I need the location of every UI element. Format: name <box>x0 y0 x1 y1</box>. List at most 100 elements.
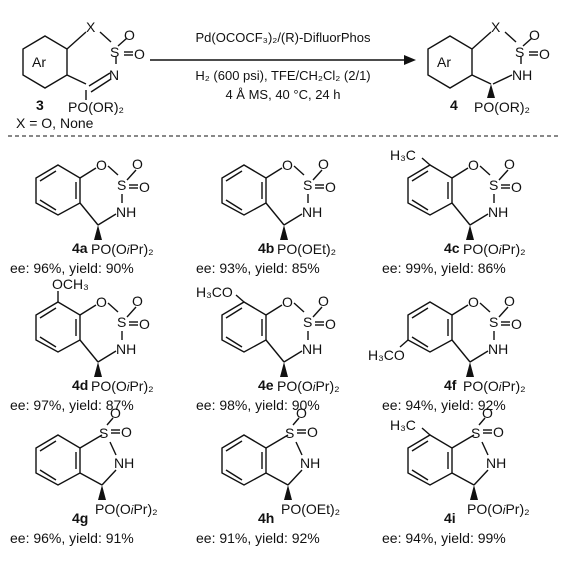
ee-yield-result: ee: 94%, yield: 92% <box>382 397 506 413</box>
product-o2-atom: O <box>539 46 550 62</box>
sulfonyl-oxygen: O <box>325 179 336 195</box>
sulfonyl-oxygen: O <box>296 405 307 421</box>
compound-number: 4h <box>258 510 274 526</box>
nh-group: NH <box>302 341 322 357</box>
nh-group: NH <box>302 204 322 220</box>
ee-yield-result: ee: 97%, yield: 87% <box>10 397 134 413</box>
reactant-s-atom: S <box>110 44 119 60</box>
ee-yield-result: ee: 91%, yield: 92% <box>196 530 320 546</box>
phosphonate-group: PO(OiPr)₂ <box>467 501 530 517</box>
sulfur-atom: S <box>471 425 480 441</box>
nh-group: NH <box>486 455 506 471</box>
sulfonyl-oxygen: O <box>493 424 504 440</box>
sulfonyl-oxygen: O <box>307 424 318 440</box>
sulfonyl-oxygen: O <box>110 405 121 421</box>
product-o1-atom: O <box>529 27 540 43</box>
nh-group: NH <box>488 341 508 357</box>
sulfonyl-oxygen: O <box>511 316 522 332</box>
compound-number: 4i <box>444 510 456 526</box>
sulfur-atom: S <box>117 314 126 330</box>
condition-hydrogen-solvent: H₂ (600 psi), TFE/CH₂Cl₂ (2/1) <box>195 68 370 83</box>
product-s-atom: S <box>515 44 524 60</box>
nh-group: NH <box>116 204 136 220</box>
phosphonate-group: PO(OEt)₂ <box>277 241 336 257</box>
compound-4g: SOO NH PO(OiPr)₂ 4g ee: 96%, yield: 91% <box>10 405 158 546</box>
ring-oxygen: O <box>96 157 107 173</box>
compound-number: 4f <box>444 377 457 393</box>
product-phosphonate: PO(OR)₂ <box>474 99 530 115</box>
substituent-label: H₃C <box>390 147 416 163</box>
sulfonyl-oxygen: O <box>121 424 132 440</box>
nh-group: NH <box>114 455 134 471</box>
condition-additive-temp-time: 4 Å MS, 40 °C, 24 h <box>225 87 340 102</box>
compound-number: 4a <box>72 240 88 256</box>
reactant-o1-atom: O <box>124 27 135 43</box>
phosphonate-group: PO(OiPr)₂ <box>463 241 526 257</box>
sulfonyl-oxygen: O <box>132 293 143 309</box>
phosphonate-group: PO(OEt)₂ <box>281 501 340 517</box>
sulfur-atom: S <box>99 425 108 441</box>
ee-yield-result: ee: 94%, yield: 99% <box>382 530 506 546</box>
substituent-label: H₃CO <box>196 284 233 300</box>
arrow-head <box>404 55 416 65</box>
variable-definition: X = O, None <box>16 115 94 131</box>
ring-oxygen: O <box>468 294 479 310</box>
sulfur-atom: S <box>489 314 498 330</box>
ee-yield-result: ee: 96%, yield: 91% <box>10 530 134 546</box>
compound-number: 4b <box>258 240 274 256</box>
sulfur-atom: S <box>303 314 312 330</box>
product-x-atom: X <box>491 19 501 35</box>
ee-yield-result: ee: 96%, yield: 90% <box>10 260 134 276</box>
substituent-label: H₃C <box>390 417 416 433</box>
compound-number: 4e <box>258 377 274 393</box>
substituent-label: OCH₃ <box>52 276 89 292</box>
ring-oxygen: O <box>468 157 479 173</box>
ring-oxygen: O <box>96 294 107 310</box>
sulfonyl-oxygen: O <box>318 293 329 309</box>
ee-yield-result: ee: 98%, yield: 90% <box>196 397 320 413</box>
phosphonate-group: PO(OiPr)₂ <box>95 501 158 517</box>
condition-catalyst: Pd(OCOCF₃)₂/(R)-DifluorPhos <box>195 30 371 45</box>
substituent-label: H₃CO <box>368 347 405 363</box>
compound-number: 4g <box>72 510 88 526</box>
phosphonate-group: PO(OiPr)₂ <box>91 378 154 394</box>
product-ar-label: Ar <box>437 54 451 70</box>
reactant-number: 3 <box>36 97 44 113</box>
sulfonyl-oxygen: O <box>139 179 150 195</box>
sulfur-atom: S <box>117 177 126 193</box>
ee-yield-result: ee: 93%, yield: 85% <box>196 260 320 276</box>
phosphonate-group: PO(OiPr)₂ <box>91 241 154 257</box>
sulfonyl-oxygen: O <box>511 179 522 195</box>
sulfur-atom: S <box>285 425 294 441</box>
reactant-structure: Ar X S O O N PO(OR)₂ 3 X = O, None <box>16 19 145 131</box>
ee-yield-result: ee: 99%, yield: 86% <box>382 260 506 276</box>
nh-group: NH <box>488 204 508 220</box>
reaction-arrow-group: Pd(OCOCF₃)₂/(R)-DifluorPhos H₂ (600 psi)… <box>150 30 416 102</box>
sulfur-atom: S <box>303 177 312 193</box>
sulfonyl-oxygen: O <box>504 293 515 309</box>
compound-number: 4c <box>444 240 460 256</box>
nh-group: NH <box>116 341 136 357</box>
sulfonyl-oxygen: O <box>139 316 150 332</box>
product-nh-group: NH <box>512 67 532 83</box>
sulfonyl-oxygen: O <box>318 156 329 172</box>
product-number: 4 <box>450 97 458 113</box>
ring-oxygen: O <box>282 294 293 310</box>
compound-number: 4d <box>72 377 88 393</box>
ring-oxygen: O <box>282 157 293 173</box>
phosphonate-group: PO(OiPr)₂ <box>277 378 340 394</box>
reactant-phosphonate: PO(OR)₂ <box>68 99 124 115</box>
sulfonyl-oxygen: O <box>504 156 515 172</box>
sulfonyl-oxygen: O <box>325 316 336 332</box>
sulfonyl-oxygen: O <box>132 156 143 172</box>
reactant-o2-atom: O <box>134 46 145 62</box>
product-structure: Ar X S O O NH PO(OR)₂ 4 <box>427 19 550 115</box>
sulfonyl-oxygen: O <box>482 405 493 421</box>
